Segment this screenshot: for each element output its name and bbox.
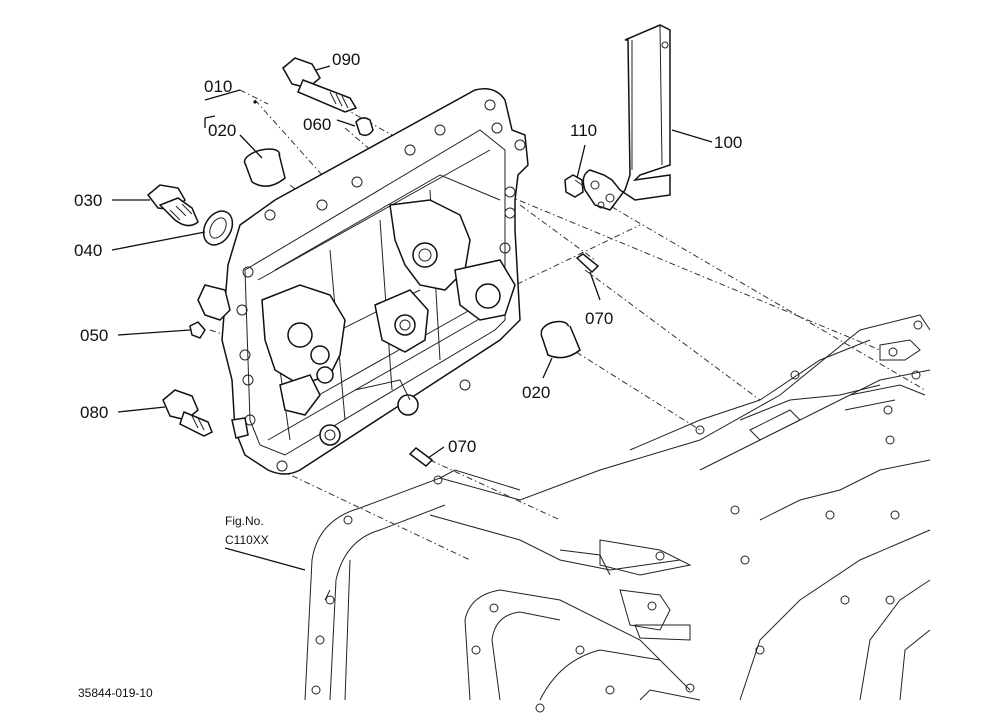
callout-070-lower: 070 — [448, 437, 476, 456]
bolt-080 — [162, 389, 213, 437]
callout-080: 080 — [80, 403, 108, 422]
callout-030: 030 — [74, 191, 102, 210]
bushing-020-lower — [540, 320, 581, 359]
plug-060 — [355, 117, 374, 137]
bolt-090 — [282, 57, 358, 113]
figure-ref-number: C110XX — [225, 533, 269, 547]
bushing-020-upper — [243, 148, 286, 187]
callout-070-upper: 070 — [585, 309, 613, 328]
plug-030 — [146, 184, 199, 227]
seal-040 — [202, 210, 234, 246]
callout-040: 040 — [74, 241, 102, 260]
cover-plate-assembly — [197, 88, 529, 475]
callout-110: 110 — [570, 121, 597, 140]
callout-010: 010 — [204, 77, 232, 96]
callout-060: 060 — [303, 115, 331, 134]
figure-ref-label: Fig.No. — [225, 514, 264, 528]
callout-020-upper: 020 — [208, 121, 236, 140]
callout-100: 100 — [714, 133, 742, 152]
transmission-case — [304, 314, 931, 713]
callout-090: 090 — [332, 50, 360, 69]
plug-050 — [189, 321, 206, 339]
drawing-number: 35844-019-10 — [78, 686, 153, 700]
callout-050: 050 — [80, 326, 108, 345]
pin-070-upper — [575, 253, 600, 274]
bracket-100 — [582, 24, 671, 211]
callout-020-lower: 020 — [522, 383, 550, 402]
pin-070-lower — [408, 447, 434, 467]
leader-lines — [111, 65, 713, 571]
bolt-110 — [564, 174, 584, 198]
